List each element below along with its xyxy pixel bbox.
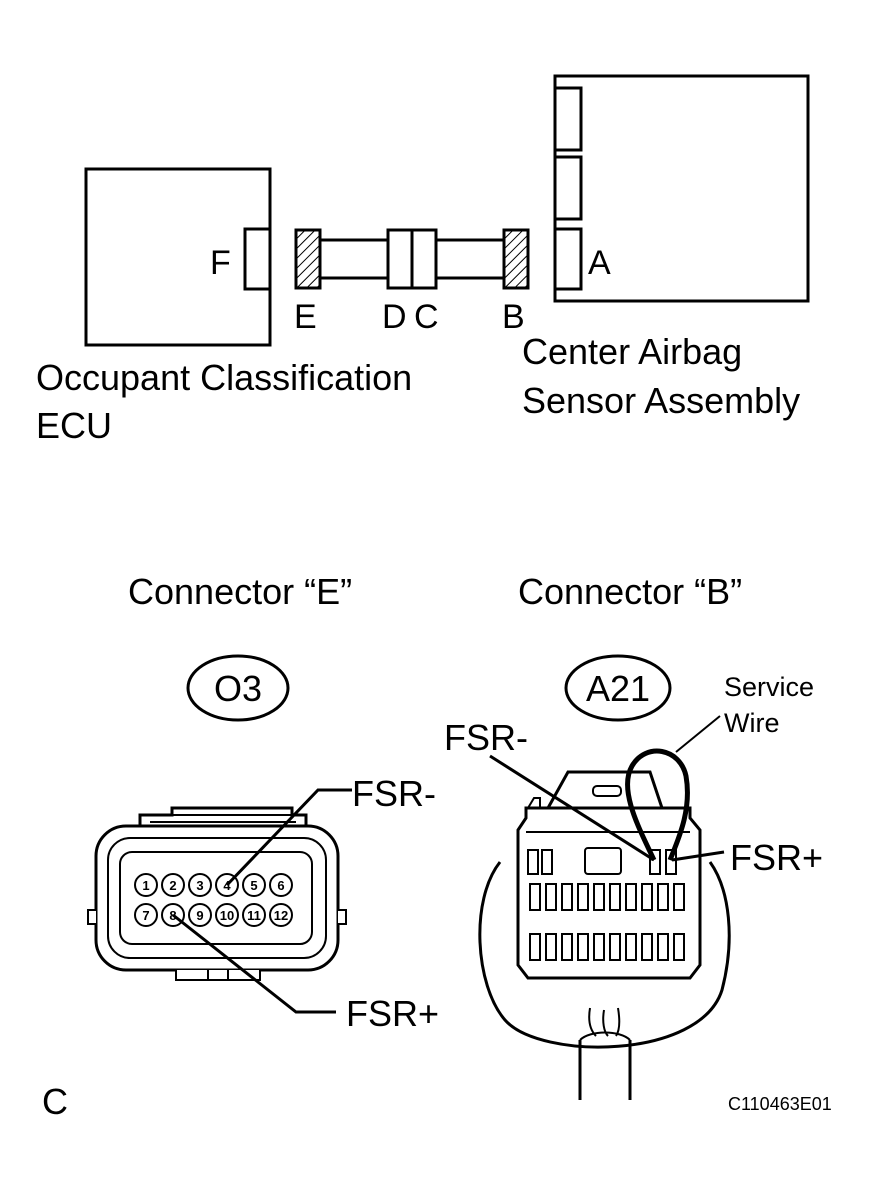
pin-label: 7 — [142, 908, 149, 923]
connector-b-plug — [502, 228, 530, 290]
ecu-label-line2: ECU — [36, 405, 112, 446]
fsr-plus-leader-e — [172, 913, 336, 1014]
connector-e-letter: E — [294, 298, 317, 336]
pin-label: 11 — [247, 908, 261, 923]
connector-a-label: A — [588, 244, 611, 282]
connector-c-letter: C — [414, 298, 439, 336]
service-wire-label-line2: Wire — [724, 708, 780, 738]
connector-d-plug — [386, 228, 414, 290]
connector-b-letter: B — [502, 298, 525, 336]
ecu-label-line1: Occupant Classification — [36, 357, 412, 398]
fsr-minus-label-b: FSR- — [444, 717, 528, 758]
connector-e-code: O3 — [214, 668, 262, 709]
pin-label: 3 — [196, 878, 203, 893]
figure-code: C110463E01 — [728, 1094, 832, 1114]
fsr-plus-label-b: FSR+ — [730, 837, 823, 878]
pin-label: 12 — [274, 908, 288, 923]
corner-letter: C — [42, 1081, 68, 1122]
connector-e-code-oval — [186, 654, 290, 722]
pin-label: 9 — [196, 908, 203, 923]
pin-label: 2 — [169, 878, 176, 893]
occupant-classification-ecu — [84, 167, 272, 347]
pin-label: 1 — [142, 878, 149, 893]
fsr-minus-leader-b — [489, 754, 655, 862]
service-wire-leader — [675, 715, 721, 753]
pin-label: 5 — [250, 878, 257, 893]
fsr-plus-leader-b — [671, 850, 725, 862]
service-wire-label-line1: Service — [724, 672, 814, 702]
service-wire-loop — [625, 748, 690, 862]
fsr-minus-label-e: FSR- — [352, 773, 436, 814]
wire-harness — [294, 228, 530, 290]
connector-f-label: F — [210, 244, 231, 282]
fsr-minus-leader-e — [225, 788, 352, 887]
pin-label: 4 — [223, 878, 231, 893]
connector-d-letter: D — [382, 298, 407, 336]
connector-e-plug — [294, 228, 322, 290]
connector-a-socket — [553, 227, 583, 291]
pin-label: 6 — [277, 878, 284, 893]
connector-e-title: Connector “E” — [128, 571, 352, 612]
connector-b-code: A21 — [586, 668, 650, 709]
connector-c-plug — [410, 228, 438, 290]
sensor-label-line1: Center Airbag — [522, 331, 742, 372]
pin-label: 10 — [220, 908, 234, 923]
connector-b-title: Connector “B” — [518, 571, 742, 612]
connector-e-housing: 1 2 3 4 5 6 7 8 9 10 11 12 — [87, 806, 347, 981]
connector-b-code-oval — [564, 654, 672, 722]
connector-f-socket — [243, 227, 272, 291]
connector-b-housing — [478, 748, 731, 1100]
fsr-plus-label-e: FSR+ — [346, 993, 439, 1034]
sensor-label-line2: Sensor Assembly — [522, 380, 800, 421]
center-airbag-sensor-assembly — [553, 74, 810, 303]
